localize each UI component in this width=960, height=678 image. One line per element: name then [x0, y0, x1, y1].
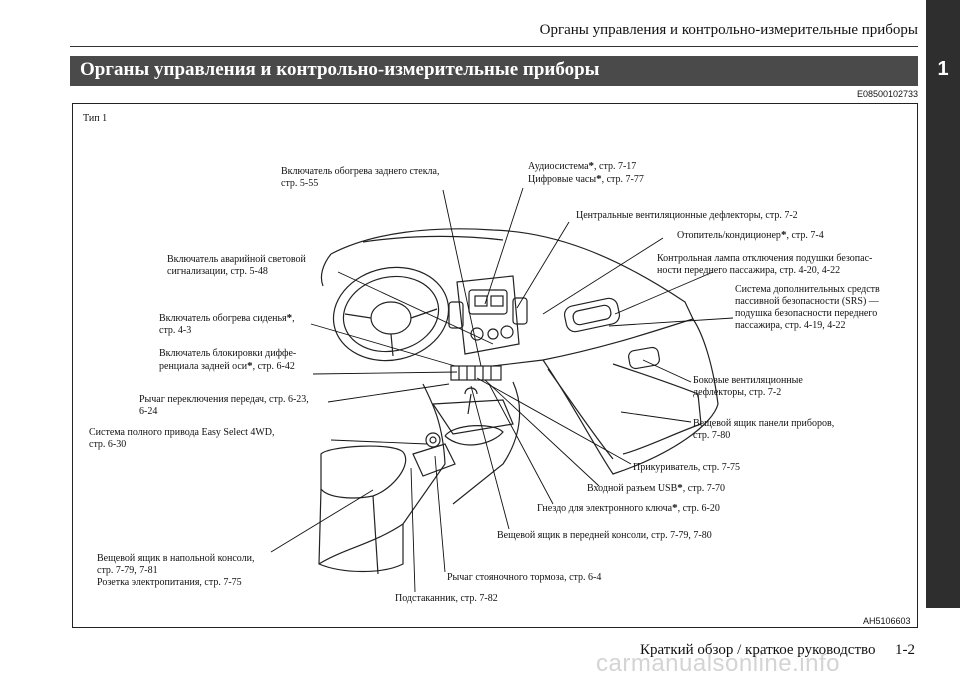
callout-line: Система полного привода Easy Select 4WD,: [89, 427, 275, 438]
callout-floor-console-box: Вещевой ящик в напольной консоли, стр. 7…: [97, 553, 254, 589]
callout-usb: Входной разъем USB*, стр. 7-70: [587, 482, 725, 495]
callout-text: , стр. 6-20: [677, 503, 720, 514]
callout-text: , стр. 7-77: [601, 174, 644, 185]
callout-text: Входной разъем USB: [587, 483, 678, 494]
asterisk-mark: *: [247, 360, 253, 372]
callout-text: , стр. 7-4: [786, 230, 824, 241]
callout-rear-defogger: Включатель обогрева заднего стекла, стр.…: [281, 166, 440, 190]
callout-text: , стр. 7-70: [682, 483, 726, 494]
watermark: carmanualsonline.info: [596, 650, 840, 677]
callout-line: стр. 7-80: [693, 430, 731, 441]
callout-line: Контрольная лампа отключения подушки без…: [657, 253, 873, 264]
callout-line: стр. 6-30: [89, 439, 127, 450]
callout-parking-brake: Рычаг стояночного тормоза, стр. 6-4: [447, 572, 602, 583]
callout-line: стр. 7-79, 7-81: [97, 565, 158, 576]
callout-diff-lock: Включатель блокировки диффе- ренциала за…: [159, 348, 296, 373]
callout-line: 6-24: [139, 406, 158, 417]
section-code: E08500102733: [856, 89, 918, 99]
callout-text: Включатель обогрева сиденья: [159, 313, 287, 324]
asterisk-mark: *: [672, 502, 678, 514]
callout-text: Цифровые часы: [528, 174, 597, 185]
callout-text: Гнездо для электронного ключа: [537, 503, 673, 514]
header-rule: [70, 46, 918, 47]
footer-title: Краткий обзор / краткое руководство: [640, 642, 876, 658]
callout-line: Вещевой ящик панели приборов,: [693, 418, 835, 429]
callout-line: дефлекторы, стр. 7-2: [693, 387, 782, 398]
callout-hazard: Включатель аварийной световой сигнализац…: [167, 254, 306, 278]
callout-text: стр. 4-3: [159, 325, 192, 336]
callout-line: стр. 5-55: [281, 178, 319, 189]
asterisk-mark: *: [677, 482, 683, 494]
callout-center-vents: Центральные вентиляционные дефлекторы, с…: [576, 210, 798, 221]
callout-line: Вещевой ящик в напольной консоли,: [97, 553, 255, 564]
callout-text: Отопитель/кондиционер: [677, 230, 781, 241]
section-title-bar: Органы управления и контрольно-измерител…: [70, 56, 918, 86]
callout-airbag-lamp: Контрольная лампа отключения подушки без…: [657, 253, 872, 277]
callout-line: подушка безопасности переднего: [735, 308, 878, 319]
callout-line: пассажира, стр. 4-19, 4-22: [735, 320, 846, 331]
callout-audio: Аудиосистема*, стр. 7-17 Цифровые часы*,…: [528, 160, 644, 186]
callout-text: Включатель блокировки диффе-: [159, 348, 297, 359]
callout-gear-lever: Рычаг переключения передач, стр. 6-23, 6…: [139, 394, 309, 418]
asterisk-mark: *: [780, 229, 787, 241]
dashboard-figure: Тип 1 Включатель обогрева заднего стекла…: [72, 103, 918, 628]
asterisk-mark: *: [286, 312, 293, 324]
callout-line: сигнализации, стр. 5-48: [167, 266, 268, 277]
callout-front-console-box: Вещевой ящик в передней консоли, стр. 7-…: [497, 530, 712, 541]
callout-heater: Отопитель/кондиционер*, стр. 7-4: [677, 229, 824, 242]
running-head: Органы управления и контрольно-измерител…: [539, 22, 918, 38]
callout-line: Рычаг переключения передач, стр. 6-23,: [139, 394, 309, 405]
callout-text: , стр. 7-17: [594, 161, 637, 172]
callout-text: ренциала задней оси: [159, 361, 248, 372]
callout-lighter: Прикуриватель, стр. 7-75: [633, 462, 741, 473]
callout-line: Розетка электропитания, стр. 7-75: [97, 577, 242, 588]
callout-line: Включатель обогрева заднего стекла,: [281, 166, 440, 177]
callout-easy-select: Система полного привода Easy Select 4WD,…: [89, 427, 275, 451]
dashboard-illustration: [270, 187, 734, 593]
figure-image-code: AH5106603: [863, 616, 911, 626]
callout-line: Боковые вентиляционные: [693, 375, 803, 386]
callout-line: пассивной безопасности (SRS) —: [735, 296, 879, 307]
chapter-number: 1: [937, 58, 949, 80]
callout-cup-holder: Подстаканник, стр. 7-82: [395, 593, 498, 604]
callout-text: Аудиосистема: [528, 161, 589, 172]
page-number: 1-2: [895, 642, 915, 658]
callout-line: ности переднего пассажира, стр. 4-20, 4-…: [657, 265, 841, 276]
asterisk-mark: *: [596, 173, 602, 185]
asterisk-mark: *: [588, 160, 595, 172]
callout-line: Включатель аварийной световой: [167, 254, 306, 265]
callout-srs: Система дополнительных средств пассивной…: [735, 284, 880, 332]
callout-key-slot: Гнездо для электронного ключа*, стр. 6-2…: [537, 502, 720, 515]
callout-glovebox: Вещевой ящик панели приборов, стр. 7-80: [693, 418, 834, 442]
callout-text: , стр. 6-42: [252, 361, 295, 372]
callout-text: ,: [292, 313, 295, 324]
callout-line: Система дополнительных средств: [735, 284, 880, 295]
callout-side-vents: Боковые вентиляционные дефлекторы, стр. …: [693, 375, 803, 399]
figure-type-label: Тип 1: [83, 113, 108, 124]
section-title: Органы управления и контрольно-измерител…: [80, 59, 600, 80]
callout-seat-heater: Включатель обогрева сиденья*, стр. 4-3: [159, 312, 295, 337]
chapter-tab: 1: [926, 0, 960, 608]
